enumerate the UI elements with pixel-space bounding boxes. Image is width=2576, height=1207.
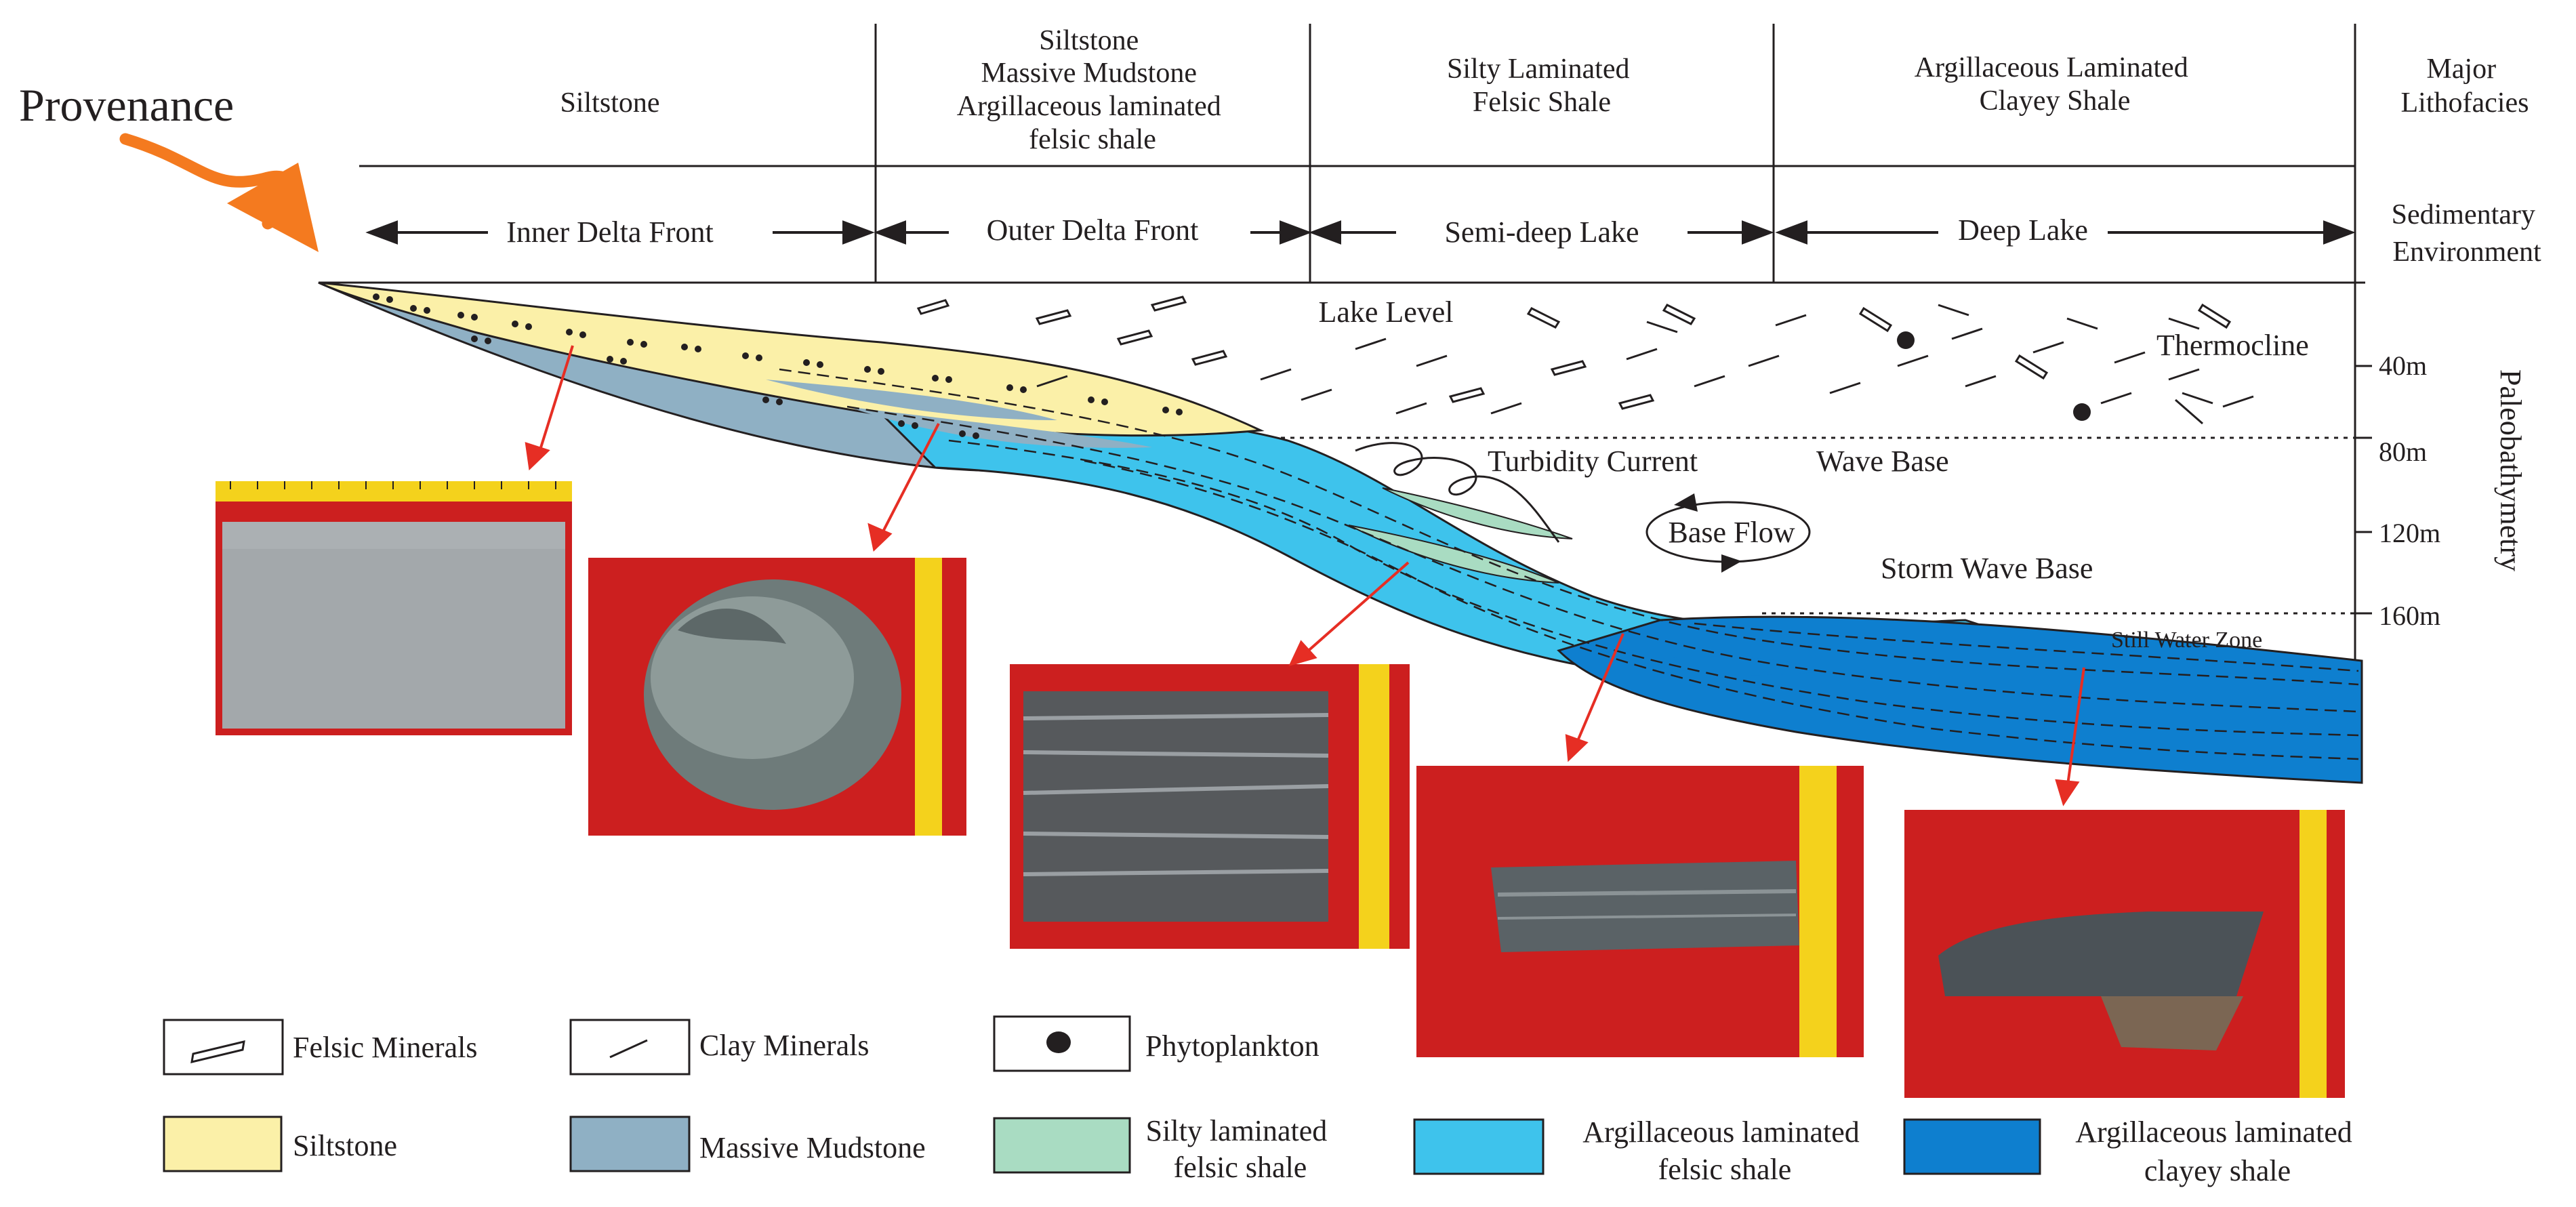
silty-laminated-lens-1 [1348,525,1559,584]
photo-pointer-arrows [525,345,2085,806]
silty-laminated-lens-2 [1382,487,1573,539]
thermocline-label: Thermocline [2156,329,2309,362]
legend-argillaceous-clayey-swatch [1903,1118,2041,1175]
legend: Felsic Minerals Clay Minerals Phytoplank… [163,1015,2360,1187]
still-water-zone-label: Still Water Zone [2111,628,2262,653]
phytoplankton-symbols [1897,331,2091,421]
photo-siltstone [216,481,572,735]
lake-level-label: Lake Level [1318,295,1453,329]
legend-massive-mudstone-label: Massive Mudstone [699,1131,926,1164]
base-flow-arrow-top [1674,493,1698,512]
argillaceous-clayey-shale-body [1557,615,2363,784]
legend-siltstone-label: Siltstone [293,1129,397,1162]
depth-tick-120m: 120m [2379,518,2440,548]
legend-siltstone-swatch [163,1116,283,1172]
env-deep-lake: Deep Lake [1958,213,2088,247]
env-inner-delta-front: Inner Delta Front [506,216,713,249]
header-grid [319,24,2365,779]
clayey-shale-tongue [1640,656,1830,676]
depth-axis [2355,365,2372,615]
legend-argillaceous-felsic-label: Argillaceous laminated felsic shale [1582,1116,1867,1186]
env-outer-delta-front: Outer Delta Front [987,213,1199,247]
storm-wave-base-label: Storm Wave Base [1881,552,2093,585]
lithofacies-col3: Silty Laminated Felsic Shale [1447,54,1637,118]
legend-phytoplankton-symbol [1046,1031,1071,1053]
provenance-arrowhead [227,163,319,252]
legend-felsic-minerals-symbol [190,1040,245,1063]
lithofacies-col1: Siltstone [560,87,659,119]
photo-argillaceous-felsic-shale [1416,766,1864,1057]
environment-arrows [365,220,2356,245]
base-flow-label: Base Flow [1669,516,1795,549]
turbidity-current-swirl [1355,442,1560,543]
base-flow-arrow-bottom [1721,554,1742,573]
legend-argillaceous-felsic-swatch [1413,1118,1545,1175]
legend-clay-minerals-label: Clay Minerals [699,1029,870,1062]
sedimentary-environment-row-label: Sedimentary Environment [2392,199,2543,268]
photo-silty-laminated-shale [1010,664,1410,949]
turbidity-current-label: Turbidity Current [1488,445,1698,478]
siltstone-dots [373,293,1183,439]
wave-base-label: Wave Base [1816,445,1949,478]
mudstone-tongue-1 [766,380,1057,420]
basin-cross-section [318,281,2363,784]
clay-mineral-symbols [1036,304,2254,425]
mudstone-tongue-2 [847,407,1152,448]
siltstone-body [318,281,1265,437]
legend-silty-laminated-label: Silty laminated felsic shale [1146,1114,1335,1184]
felsic-mineral-symbols [916,295,2232,410]
depth-tick-160m: 160m [2379,600,2440,631]
legend-felsic-minerals-label: Felsic Minerals [293,1031,478,1064]
depth-tick-40m: 40m [2379,350,2427,381]
photo-massive-mudstone [588,558,966,836]
legend-massive-mudstone-swatch [569,1116,691,1172]
paleobathymetry-label: Paleobathymetry [2494,369,2527,571]
lamination-lines [779,368,2359,760]
depth-tick-80m: 80m [2379,436,2427,467]
lithofacies-col4: Argillaceous Laminated Clayey Shale [1915,52,2195,117]
photo-argillaceous-clayey-shale [1904,810,2345,1098]
major-lithofacies-row-label: Major Lithofacies [2401,54,2529,119]
env-semi-deep-lake: Semi-deep Lake [1444,216,1639,249]
legend-argillaceous-clayey-label: Argillaceous laminated clayey shale [2075,1116,2360,1187]
legend-phytoplankton-label: Phytoplankton [1145,1029,1320,1063]
legend-clay-minerals-symbol [609,1039,648,1059]
provenance-label: Provenance [19,79,234,131]
lithofacies-col2: Siltstone Massive Mudstone Argillaceous … [957,25,1228,155]
legend-silty-laminated-swatch [993,1117,1131,1174]
